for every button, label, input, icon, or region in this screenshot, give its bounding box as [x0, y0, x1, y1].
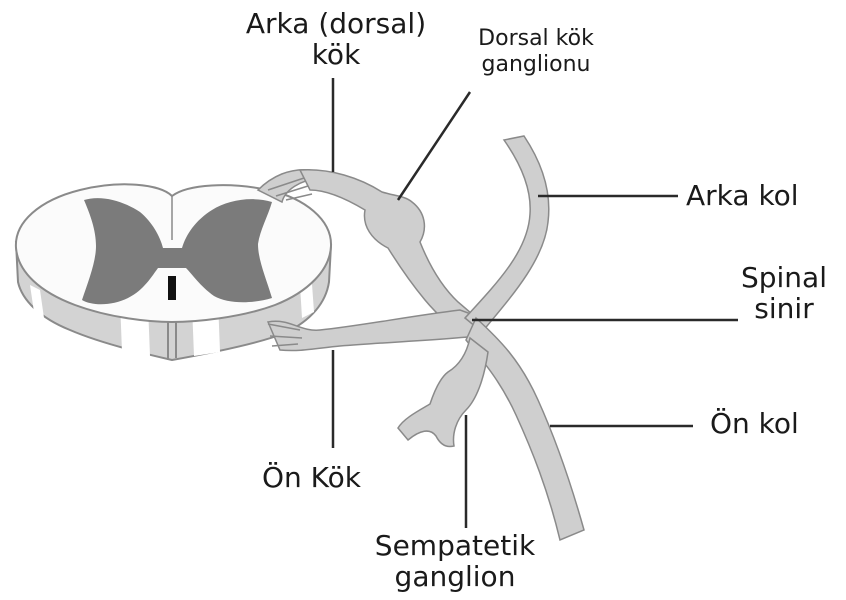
- central-canal: [168, 276, 176, 300]
- leader-dorsal-root-ganglion: [398, 92, 470, 200]
- label-spinal-nerve-line2: sinir: [732, 293, 836, 324]
- label-dorsal-root-ganglion-line2: ganglionu: [446, 52, 626, 78]
- label-anterior-ramus: Ön kol: [710, 408, 799, 439]
- sympathetic-ganglion-nerve: [398, 338, 488, 447]
- label-dorsal-root-line1: Arka (dorsal): [218, 8, 454, 39]
- label-ventral-root: Ön Kök: [262, 462, 361, 493]
- label-sympathetic-ganglion: Sempatetik ganglion: [350, 530, 560, 592]
- label-dorsal-root-line2: kök: [218, 39, 454, 70]
- label-spinal-nerve-line1: Spinal: [732, 262, 836, 293]
- label-dorsal-root-ganglion: Dorsal kök ganglionu: [446, 26, 626, 78]
- label-dorsal-root-ganglion-line1: Dorsal kök: [446, 26, 626, 52]
- label-dorsal-root: Arka (dorsal) kök: [218, 8, 454, 70]
- label-sympathetic-ganglion-line1: Sempatetik: [350, 530, 560, 561]
- posterior-ramus-nerve: [465, 136, 549, 332]
- label-spinal-nerve: Spinal sinir: [732, 262, 836, 324]
- label-sympathetic-ganglion-line2: ganglion: [350, 561, 560, 592]
- label-posterior-ramus: Arka kol: [686, 180, 799, 211]
